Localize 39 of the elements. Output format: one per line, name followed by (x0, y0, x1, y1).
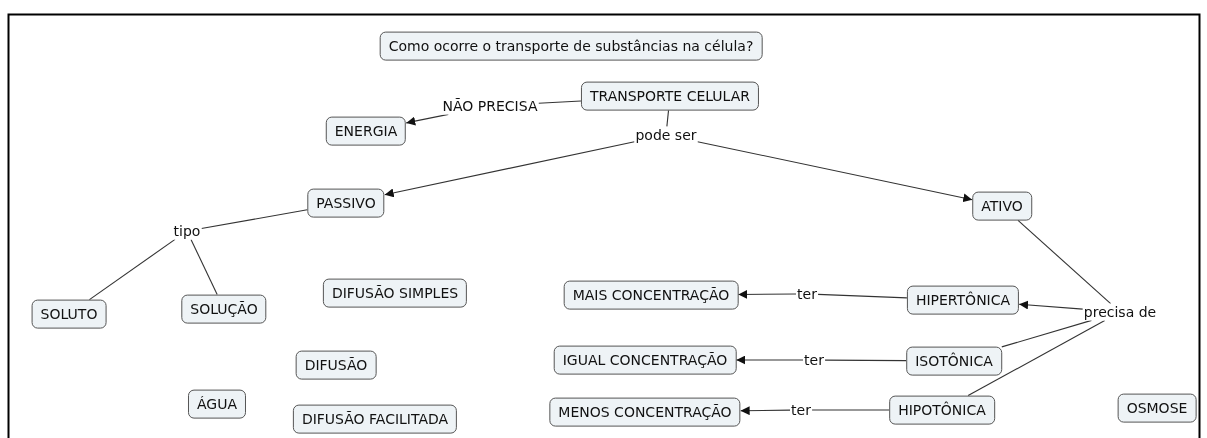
arrow (740, 406, 791, 416)
concept-box: TRANSPORTE CELULAR (580, 81, 760, 111)
connector-line (1017, 219, 1112, 305)
concept-box: HIPOTÔNICA (889, 395, 995, 425)
linking-phrase: NÃO PRECISA (441, 97, 539, 115)
concept-box: Como ocorre o transporte de substâncias na célula? (379, 31, 763, 61)
concept-box: MAIS CONCENTRAÇÃO (563, 280, 739, 310)
concept-box: OSMOSE (1117, 393, 1197, 423)
concept-box: DIFUSÃO SIMPLES (322, 278, 468, 308)
arrow (697, 141, 973, 203)
connector-line (817, 293, 908, 299)
linking-phrase: tipo (172, 222, 202, 240)
linking-phrase: pode ser (634, 126, 698, 144)
concept-box: ATIVO (972, 191, 1032, 221)
connector-line (537, 100, 582, 104)
concept-box: ISOTÔNICA (906, 346, 1002, 376)
linking-phrase: precisa de (1082, 303, 1158, 321)
connector-line (824, 359, 907, 362)
concept-box: DIFUSÃO (295, 350, 377, 380)
connector-line (1001, 319, 1093, 348)
concept-box: MENOS CONCENTRAÇÃO (549, 397, 741, 427)
concept-box: PASSIVO (307, 188, 385, 218)
arrow (405, 113, 449, 126)
concept-box: DIFUSÃO FACILITADA (292, 404, 458, 434)
concept-box: HIPERTÔNICA (906, 285, 1020, 315)
arrow (1018, 300, 1084, 310)
connector-line (811, 409, 890, 411)
connector-line (666, 109, 670, 128)
concept-box: SOLUÇÃO (181, 294, 267, 324)
connector-line (88, 238, 176, 301)
arrow (735, 355, 804, 365)
arrow (737, 289, 797, 299)
concept-box: SOLUTO (31, 299, 107, 329)
concept-box: IGUAL CONCENTRAÇÃO (553, 345, 737, 375)
connector-line (190, 238, 218, 296)
arrow (384, 141, 635, 198)
concept-box: ENERGIA (325, 116, 407, 146)
concept-box: ÁGUA (188, 389, 246, 419)
connector-line (200, 209, 308, 229)
